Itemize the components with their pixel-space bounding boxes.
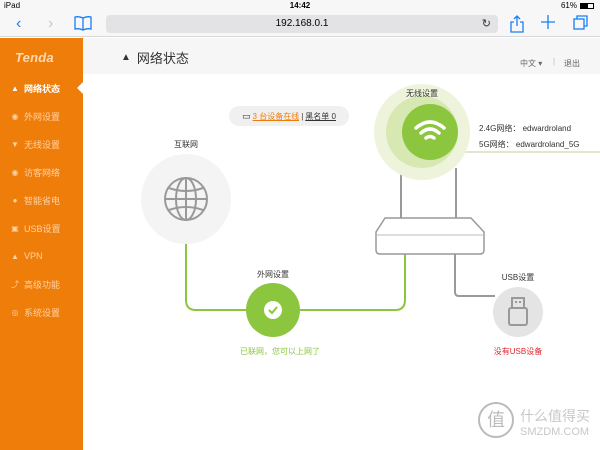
clock: 14:42 <box>289 1 311 10</box>
language-select[interactable]: 中文 ▾ <box>520 59 543 68</box>
sidebar-item-vpn[interactable]: ▲ VPN <box>11 251 43 261</box>
wifi-icon: ▼ <box>11 139 19 149</box>
wifi-signal-icon <box>414 120 446 140</box>
usb-icon: ▣ <box>11 223 19 233</box>
wan-status: 已联网，您可以上网了 <box>240 347 320 356</box>
devices-online-pill: ▭ 3 台设备在线 | 黑名单 0 <box>229 106 349 126</box>
network-status-icon: ▲ <box>11 83 19 93</box>
tabs-icon[interactable] <box>573 15 588 35</box>
internet-node[interactable] <box>141 154 231 244</box>
address-bar[interactable]: 192.168.0.1 ↻ <box>106 15 498 33</box>
sidebar-item-guest[interactable]: ◉ 访客网络 <box>11 167 61 178</box>
battery-status: 61% <box>561 1 594 10</box>
active-pointer <box>77 82 83 94</box>
sidebar-item-network-status[interactable]: ▲ 网络状态 <box>11 83 61 94</box>
usb-node[interactable] <box>493 287 543 337</box>
seal-icon: 值 <box>478 402 514 438</box>
divider: | <box>553 57 556 66</box>
router-icon: ▲ <box>121 52 131 63</box>
logout-link[interactable]: 退出 <box>564 59 580 68</box>
guest-icon: ◉ <box>11 167 19 177</box>
chevron-left-icon[interactable]: ‹ <box>16 15 22 32</box>
router-device[interactable] <box>376 168 484 254</box>
system-icon: ◎ <box>11 307 19 317</box>
plus-icon[interactable] <box>541 15 555 34</box>
wireless-label: 无线设置 <box>406 89 438 98</box>
browser-toolbar: ‹ › 192.168.0.1 ↻ <box>0 12 600 37</box>
device-name: iPad <box>4 1 21 10</box>
chevron-right-icon[interactable]: › <box>48 15 54 32</box>
wan-node[interactable] <box>246 283 300 337</box>
laptop-icon: ▭ <box>242 110 251 121</box>
wireless-node[interactable] <box>402 104 458 160</box>
battery-icon <box>580 2 594 9</box>
sidebar-item-advanced[interactable]: ⤴ 高级功能 <box>11 279 61 290</box>
usb-drive-icon <box>508 297 528 326</box>
bulb-icon: ● <box>12 195 18 205</box>
sidebar-item-wan[interactable]: ◉ 外网设置 <box>11 111 61 122</box>
wifi-24g-info: 2.4G网络： edwardroland <box>479 124 572 133</box>
blacklist-link[interactable]: 黑名单 0 <box>305 111 336 121</box>
wifi-5g-info: 5G网络： edwardroland_5G <box>479 140 580 149</box>
wan-icon: ◉ <box>11 111 19 121</box>
tenda-logo: Tenda <box>15 50 54 65</box>
usb-label: USB设置 <box>501 273 535 282</box>
book-icon[interactable] <box>74 15 92 36</box>
wrench-icon: ⤴ <box>11 279 19 289</box>
ios-status-bar: iPad 14:42 61% <box>0 0 600 12</box>
wan-label: 外网设置 <box>257 270 289 279</box>
vpn-icon: ▲ <box>11 251 19 261</box>
sidebar-item-wireless[interactable]: ▼ 无线设置 <box>11 139 61 150</box>
sidebar-item-usb[interactable]: ▣ USB设置 <box>11 223 61 234</box>
sidebar-item-system[interactable]: ◎ 系统设置 <box>11 307 61 318</box>
devices-online-link[interactable]: 3 台设备在线 <box>252 111 300 121</box>
page-header: ▲ 网络状态 中文 ▾ | 退出 <box>83 38 600 74</box>
reload-icon[interactable]: ↻ <box>481 18 491 30</box>
battery-percent: 61% <box>560 1 577 10</box>
sidebar-item-power-saving[interactable]: ● 智能省电 <box>0 190 83 210</box>
sidebar: Tenda ▲ 网络状态 ◉ 外网设置 ▼ 无线设置 ◉ 访客网络 ● 智能省电… <box>0 38 83 450</box>
check-icon <box>264 301 282 319</box>
url-text: 192.168.0.1 <box>275 18 329 29</box>
smzdm-watermark: 值 什么值得买 SMZDM.COM <box>478 400 600 450</box>
globe-icon <box>164 177 208 221</box>
usb-status: 没有USB设备 <box>493 347 543 356</box>
page-title: ▲ 网络状态 <box>121 51 189 66</box>
internet-label: 互联网 <box>174 140 198 149</box>
share-icon[interactable] <box>510 15 524 38</box>
